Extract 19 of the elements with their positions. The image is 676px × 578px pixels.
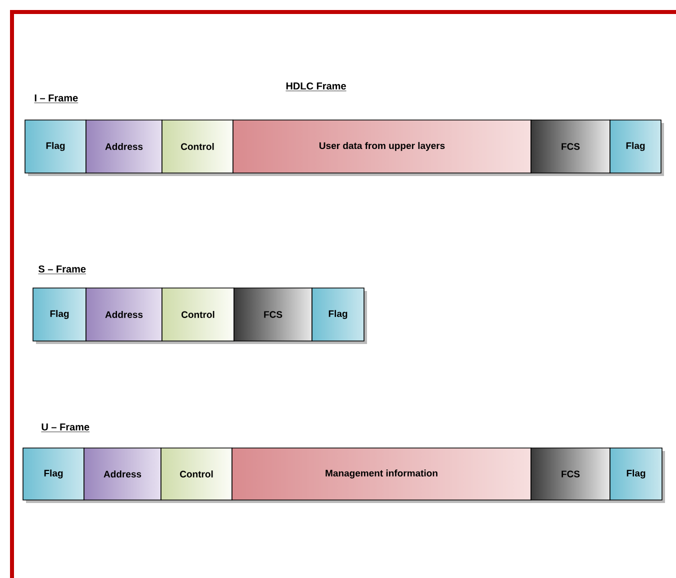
flag-field-box: Flag (22, 448, 87, 503)
frame-heading: S – Frame (38, 265, 86, 274)
title: HDLC Frame (286, 82, 346, 92)
fcs-field-box: FCS (530, 120, 613, 176)
fcs-field-box: FCS (530, 448, 613, 503)
flag-field-box: Flag (610, 120, 664, 176)
fcs-field-box: FCS (234, 288, 315, 344)
address-field-box: Address (84, 448, 164, 503)
flag-field-box: Flag (312, 288, 367, 344)
control-field-box: Control (160, 448, 235, 503)
flag-field-box: Flag (610, 448, 665, 503)
control-field-box: Control (162, 288, 237, 344)
frame-heading: I – Frame (34, 94, 78, 104)
frame-heading: U – Frame (41, 424, 90, 432)
flag-field-box: Flag (32, 288, 89, 344)
control-field-box: Control (162, 120, 236, 176)
address-field-box: Address (86, 288, 165, 344)
address-field-box: Address (86, 120, 165, 176)
flag-field-box: Flag (24, 120, 89, 176)
